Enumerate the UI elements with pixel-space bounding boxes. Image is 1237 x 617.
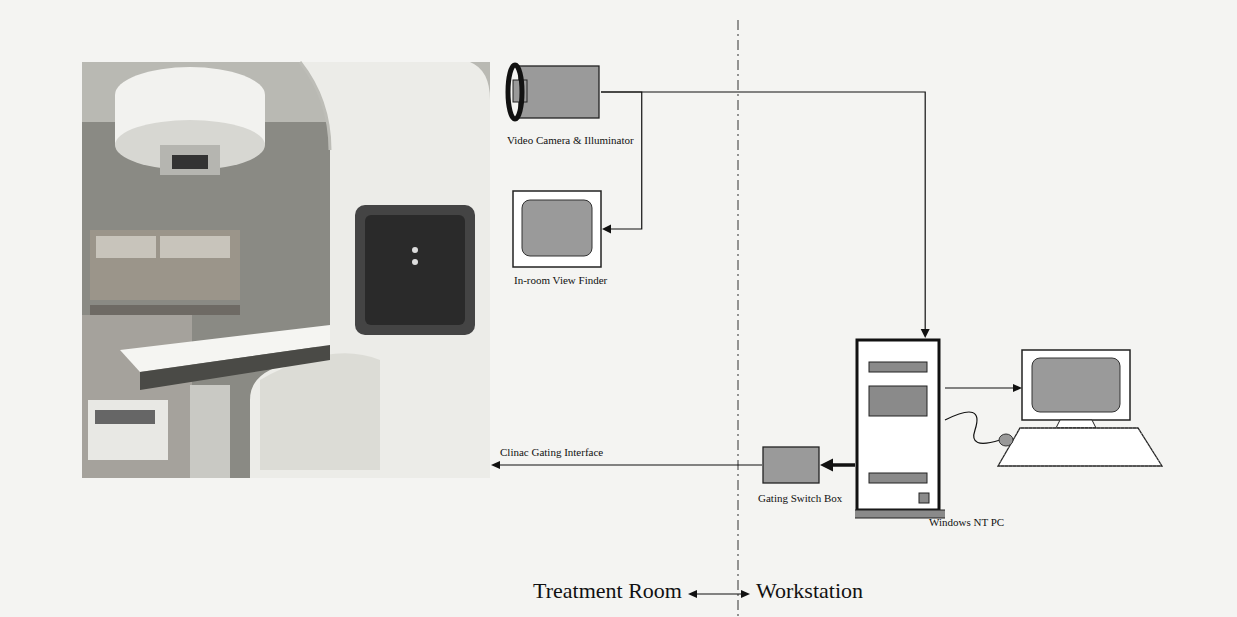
viewer-icon bbox=[512, 190, 602, 268]
camera-icon bbox=[505, 62, 601, 122]
signal-connector bbox=[601, 92, 925, 331]
signal-connector bbox=[831, 463, 855, 467]
device-node: In-room View Finder bbox=[512, 190, 602, 268]
region-label: Treatment Room bbox=[533, 578, 682, 604]
arrow-head bbox=[602, 225, 611, 234]
box-icon bbox=[762, 446, 820, 484]
gating-wire bbox=[491, 461, 762, 469]
signal-connector bbox=[601, 92, 642, 229]
interface-label: Clinac Gating Interface bbox=[500, 446, 603, 458]
linac-photo bbox=[82, 62, 490, 478]
device-node: Video Camera & Illuminator bbox=[505, 62, 601, 122]
device-icon bbox=[855, 338, 945, 522]
arrow-head bbox=[921, 329, 930, 338]
pc-icon bbox=[855, 338, 945, 522]
device-label: Windows NT PC bbox=[929, 516, 1004, 528]
device-label: Video Camera & Illuminator bbox=[507, 134, 634, 146]
device-node: Gating Switch Box bbox=[762, 446, 820, 484]
device-icon bbox=[505, 62, 601, 122]
arrow-head bbox=[820, 459, 833, 472]
device-icon bbox=[512, 190, 602, 268]
device-icon bbox=[762, 446, 820, 484]
device-node: Windows NT PC bbox=[855, 338, 945, 522]
region-arrow bbox=[688, 590, 750, 598]
monitor-keyboard bbox=[945, 350, 1162, 466]
device-label: Gating Switch Box bbox=[758, 492, 842, 504]
region-label: Workstation bbox=[756, 578, 863, 604]
divider-line bbox=[738, 20, 739, 617]
device-label: In-room View Finder bbox=[514, 274, 607, 286]
